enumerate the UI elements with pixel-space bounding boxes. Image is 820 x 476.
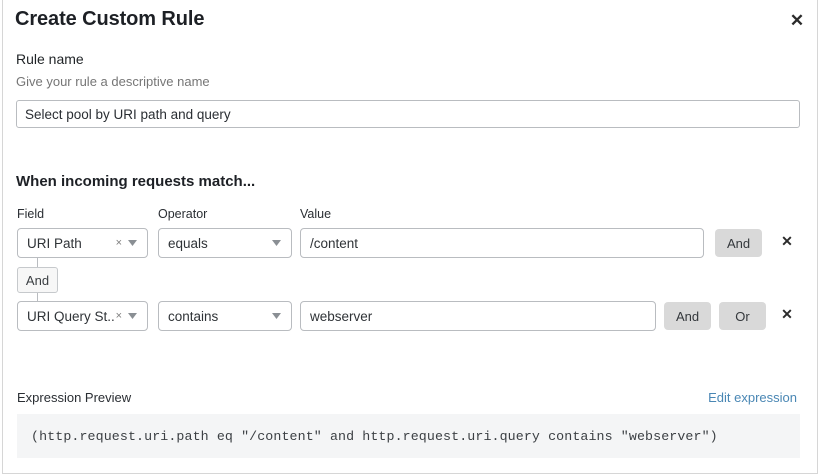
expression-preview-box: (http.request.uri.path eq "/content" and… — [17, 414, 800, 458]
and-button-1[interactable]: And — [664, 302, 712, 330]
operator-select-1[interactable]: contains — [158, 301, 292, 331]
clear-icon[interactable]: × — [115, 236, 122, 249]
delete-condition-icon-0[interactable]: ✕ — [781, 233, 793, 249]
chevron-down-icon[interactable] — [272, 240, 281, 246]
column-header-field: Field — [17, 207, 45, 221]
value-input-1[interactable] — [300, 301, 656, 331]
rule-name-input[interactable] — [16, 100, 800, 128]
field-select-label-0: URI Path — [27, 235, 82, 251]
chevron-down-icon[interactable] — [128, 240, 137, 246]
condition-connector: And — [17, 258, 137, 302]
clear-icon[interactable]: × — [115, 309, 122, 322]
connector-and-button[interactable]: And — [17, 267, 58, 293]
value-input-0[interactable] — [300, 228, 704, 258]
conditions-heading: When incoming requests match... — [16, 173, 256, 190]
operator-select-label-0: equals — [168, 235, 208, 251]
dialog-title: Create Custom Rule — [15, 8, 205, 30]
field-select-0[interactable]: URI Path × — [17, 228, 148, 258]
and-button-0[interactable]: And — [715, 229, 763, 257]
delete-condition-icon-1[interactable]: ✕ — [781, 306, 793, 322]
close-icon[interactable]: ✕ — [785, 8, 809, 32]
connector-line-bottom — [37, 293, 38, 302]
or-button-1[interactable]: Or — [719, 302, 766, 330]
connector-line-top — [37, 258, 38, 267]
column-header-value: Value — [300, 207, 332, 221]
expression-preview-text: (http.request.uri.path eq "/content" and… — [31, 428, 718, 444]
expression-preview-label: Expression Preview — [17, 390, 132, 405]
condition-row: URI Query St... × contains And Or ✕ — [3, 301, 819, 331]
operator-select-0[interactable]: equals — [158, 228, 292, 258]
condition-row: URI Path × equals And ✕ — [3, 228, 819, 258]
field-select-1[interactable]: URI Query St... × — [17, 301, 148, 331]
rule-name-label: Rule name — [16, 51, 84, 67]
field-select-label-1: URI Query St... — [27, 308, 114, 324]
column-header-operator: Operator — [158, 207, 208, 221]
chevron-down-icon[interactable] — [272, 313, 281, 319]
chevron-down-icon[interactable] — [128, 313, 137, 319]
rule-name-help-text: Give your rule a descriptive name — [16, 74, 210, 89]
edit-expression-link[interactable]: Edit expression — [708, 390, 797, 405]
operator-select-label-1: contains — [168, 308, 219, 324]
